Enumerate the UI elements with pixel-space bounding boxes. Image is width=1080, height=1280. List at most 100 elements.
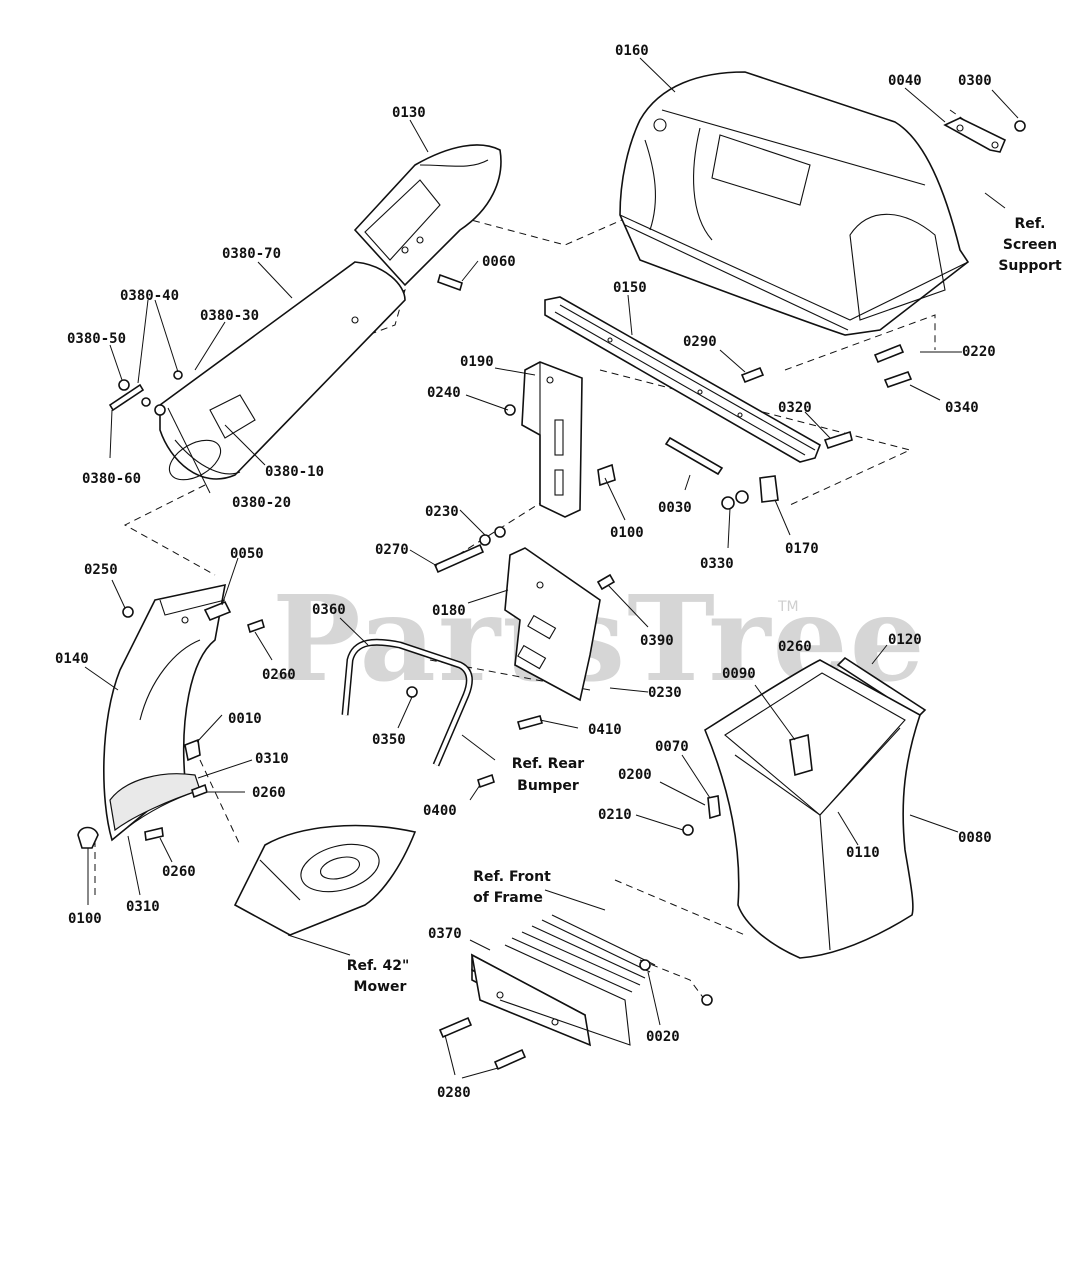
part-0030-rod <box>664 436 724 476</box>
label-0140: 0140 <box>55 651 89 667</box>
part-0320-bolt <box>823 430 853 450</box>
label-0310-lower: 0310 <box>126 899 160 915</box>
part-0350-nut <box>406 686 418 698</box>
label-0220: 0220 <box>962 344 996 360</box>
part-0010-clip <box>184 738 201 762</box>
part-0130-chute-top <box>353 144 502 287</box>
part-0020-bolts <box>639 959 713 1006</box>
label-0380-60: 0380-60 <box>82 471 141 487</box>
part-0400-bolt <box>477 773 495 789</box>
part-labels: 0160 0040 0300 0130 0060 0380-70 0380-40… <box>55 43 996 1101</box>
part-0280-bolts <box>438 1016 527 1071</box>
part-0270-bolt <box>433 543 485 574</box>
part-0380-70-chute-tube <box>159 261 406 481</box>
part-0220-bolts <box>873 343 913 389</box>
ref-screen-support-line1: Ref. <box>1015 216 1046 232</box>
label-0020: 0020 <box>646 1029 680 1045</box>
label-0050: 0050 <box>230 546 264 562</box>
label-0320: 0320 <box>778 400 812 416</box>
label-0290: 0290 <box>683 334 717 350</box>
part-0210-nut <box>682 824 694 836</box>
label-0150: 0150 <box>613 280 647 296</box>
label-0330: 0330 <box>700 556 734 572</box>
label-0090: 0090 <box>722 666 756 682</box>
part-0080-catcher-bag <box>704 659 921 959</box>
ref-rear-bumper-line1: Ref. Rear <box>512 756 585 772</box>
part-0370-grille <box>470 914 656 1047</box>
part-0160-catcher-cover <box>619 71 970 336</box>
label-0380-40: 0380-40 <box>120 288 179 304</box>
part-0150-rail <box>544 296 821 463</box>
ref-mower-line2: Mower <box>354 979 407 995</box>
part-0230-washers <box>479 526 506 546</box>
label-0300: 0300 <box>958 73 992 89</box>
ref-front-of-frame-line1: Ref. Front <box>473 869 551 885</box>
ref-rear-bumper-line2: Bumper <box>517 778 579 794</box>
label-0230-lower: 0230 <box>648 685 682 701</box>
part-0050-bracket <box>203 600 232 622</box>
label-0160: 0160 <box>615 43 649 59</box>
part-0060-bolt <box>437 273 463 292</box>
part-0100-pin <box>77 826 99 849</box>
part-0300-screw <box>1014 120 1026 132</box>
part-0380-hardware <box>108 370 183 416</box>
reference-notes: Ref. Screen Support Ref. Rear Bumper Ref… <box>347 216 1062 995</box>
label-0080: 0080 <box>958 830 992 846</box>
part-0180-plate <box>504 547 601 702</box>
label-0180: 0180 <box>432 603 466 619</box>
label-0100-lower: 0100 <box>68 911 102 927</box>
part-0240-bolt <box>504 404 516 416</box>
ref-front-of-frame-line2: of Frame <box>473 890 543 906</box>
label-0230: 0230 <box>425 504 459 520</box>
part-0360-rod <box>341 638 473 767</box>
label-0360: 0360 <box>312 602 346 618</box>
label-0120: 0120 <box>888 632 922 648</box>
label-0280: 0280 <box>437 1085 471 1101</box>
label-0240: 0240 <box>427 385 461 401</box>
label-0040: 0040 <box>888 73 922 89</box>
label-0130: 0130 <box>392 105 426 121</box>
watermark-trademark: TM <box>777 599 799 615</box>
part-0410-bolt <box>517 715 543 730</box>
leader-lines <box>84 57 1019 1079</box>
label-0380-10: 0380-10 <box>265 464 324 480</box>
label-0380-30: 0380-30 <box>200 308 259 324</box>
label-0340: 0340 <box>945 400 979 416</box>
part-0290-bolt <box>740 366 765 384</box>
ref-mower-line1: Ref. 42" <box>347 958 410 974</box>
label-0100: 0100 <box>610 525 644 541</box>
label-0170: 0170 <box>785 541 819 557</box>
part-0140-lower-chute <box>103 583 227 842</box>
label-0070: 0070 <box>655 739 689 755</box>
label-0190: 0190 <box>460 354 494 370</box>
ref-mower-deck <box>233 824 417 936</box>
part-0070-latch <box>707 795 721 820</box>
label-0260-mid: 0260 <box>252 785 286 801</box>
label-0370: 0370 <box>428 926 462 942</box>
ref-screen-support-line2: Screen <box>1003 237 1057 253</box>
label-0310-upper: 0310 <box>255 751 289 767</box>
label-0350: 0350 <box>372 732 406 748</box>
part-0250-bolt <box>122 606 134 618</box>
part-0090-bracket <box>789 733 813 777</box>
part-0330-nuts <box>721 490 749 510</box>
label-0010: 0010 <box>228 711 262 727</box>
label-0110: 0110 <box>846 845 880 861</box>
label-0260-upper: 0260 <box>262 667 296 683</box>
part-0390-bolt <box>596 573 616 591</box>
ref-screen-support-line3: Support <box>998 258 1062 274</box>
label-0030: 0030 <box>658 500 692 516</box>
label-0380-70: 0380-70 <box>222 246 281 262</box>
label-0380-20: 0380-20 <box>232 495 291 511</box>
label-0390: 0390 <box>640 633 674 649</box>
label-0200: 0200 <box>618 767 652 783</box>
label-0380-50: 0380-50 <box>67 331 126 347</box>
part-0190-bracket <box>521 361 583 518</box>
part-0040-bracket <box>943 117 1007 153</box>
label-0250: 0250 <box>84 562 118 578</box>
part-0170-clip <box>759 475 779 503</box>
label-0060: 0060 <box>482 254 516 270</box>
part-0100-nut <box>597 463 616 487</box>
label-0410: 0410 <box>588 722 622 738</box>
